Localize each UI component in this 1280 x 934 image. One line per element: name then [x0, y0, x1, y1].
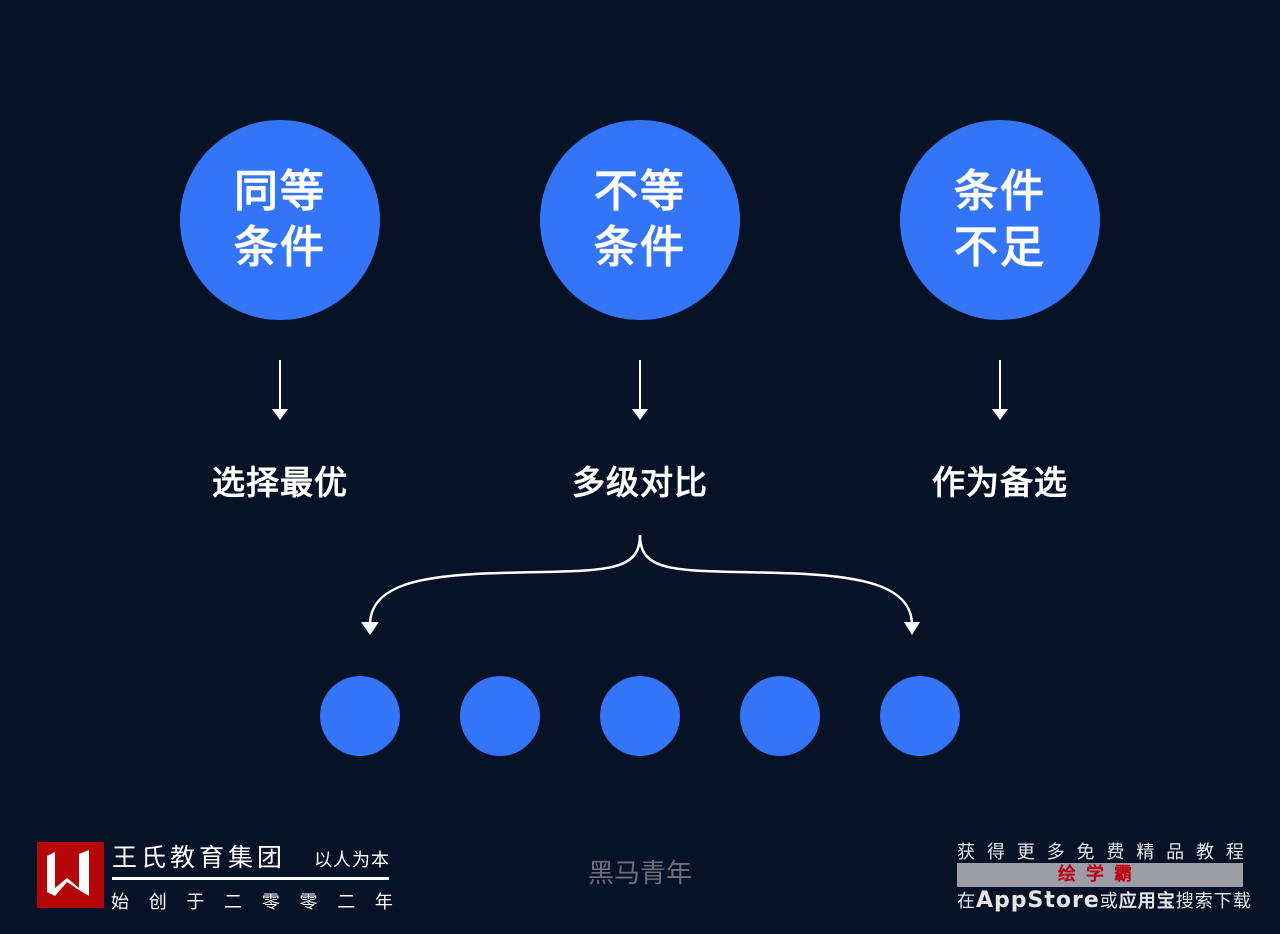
- circle-text: 条件: [954, 166, 1046, 217]
- brace-left-arrow: [368, 534, 642, 626]
- option-circle: [460, 676, 540, 756]
- char: 创: [148, 892, 167, 913]
- promo-download: 在AppStore或应用宝搜索下载: [957, 887, 1251, 913]
- char: 得: [986, 842, 1005, 863]
- char: 始: [111, 892, 129, 913]
- brace-right-arrow: [638, 534, 914, 626]
- logo-slogan: 以人为本: [314, 850, 390, 871]
- char: 费: [1106, 842, 1125, 863]
- text: 应用宝: [1118, 891, 1176, 912]
- result-label: 选择最优: [212, 463, 348, 502]
- option-circle: [600, 676, 680, 756]
- char: 教: [1196, 842, 1214, 863]
- circle-text: 条件: [594, 222, 686, 273]
- down-arrow-icon: [632, 360, 648, 420]
- option-circle: [880, 676, 960, 756]
- char: 精: [1136, 842, 1155, 863]
- char: 二: [337, 892, 356, 913]
- promo-brand: 绘学霸: [957, 863, 1243, 887]
- char: 年: [374, 892, 393, 913]
- char: 零: [261, 892, 280, 913]
- circle-text: 不等: [594, 166, 686, 217]
- circle-equal-conditions: 同等条件: [180, 120, 380, 320]
- char: 多: [1046, 842, 1065, 863]
- arrow-head: [361, 622, 379, 635]
- promo-line: 获得更多免费精品教程: [957, 838, 1244, 864]
- logo-subtitle: 始创于二零零二年: [111, 888, 393, 914]
- circle-text: 同等: [234, 166, 326, 217]
- result-label: 多级对比: [572, 463, 708, 502]
- logo-divider: [112, 877, 389, 880]
- option-circle: [740, 676, 820, 756]
- char: 于: [186, 892, 205, 913]
- result-label: 作为备选: [932, 463, 1068, 502]
- logo-title: 王氏教育集团: [112, 843, 287, 872]
- char: 品: [1166, 842, 1185, 863]
- circle-text: 条件: [234, 222, 326, 273]
- char: 程: [1225, 842, 1244, 863]
- down-arrow-icon: [992, 360, 1008, 420]
- arrow-head: [904, 622, 920, 635]
- text: AppStore: [976, 888, 1100, 913]
- option-circle: [320, 676, 400, 756]
- char: 零: [299, 892, 318, 913]
- logo-w-icon: [37, 842, 104, 908]
- circle-text: 不足: [954, 222, 1046, 273]
- circle-unequal-conditions: 不等条件: [540, 120, 740, 320]
- watermark: 黑马青年: [587, 859, 692, 889]
- text: 或: [1099, 891, 1119, 912]
- char: 更: [1016, 842, 1035, 863]
- down-arrow-icon: [272, 360, 288, 420]
- char: 二: [224, 892, 243, 913]
- circle-insufficient-conditions: 条件不足: [900, 120, 1100, 320]
- text: 在: [957, 891, 976, 912]
- text: 搜索下载: [1175, 891, 1252, 912]
- char: 免: [1076, 842, 1095, 863]
- char: 获: [957, 842, 975, 863]
